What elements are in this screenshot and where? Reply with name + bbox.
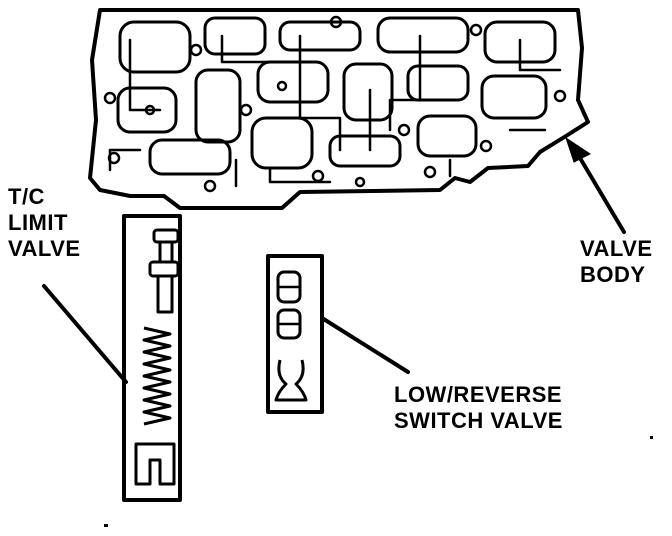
specks: [104, 436, 653, 527]
tc-limit-valve-leader: [42, 284, 128, 384]
low-reverse-switch-valve-label: LOW/REVERSE SWITCH VALVE: [394, 382, 563, 434]
valve-body-arrowhead: [565, 136, 591, 163]
valve-body-leader: [578, 156, 626, 234]
low-reverse-switch-valve-parts: [266, 254, 324, 414]
tc-limit-valve-label-line2: LIMIT: [8, 210, 68, 235]
low-reverse-label-line1: LOW/REVERSE: [394, 382, 563, 407]
tc-limit-valve-label-line3: VALVE: [8, 236, 81, 261]
valve-body: [88, 8, 590, 210]
tc-limit-valve-parts: [122, 214, 182, 502]
valve-body-label-line1: VALVE: [580, 236, 653, 261]
low-reverse-label-line2: SWITCH VALVE: [394, 408, 563, 433]
leader-lines: [42, 136, 626, 384]
valve-body-label: VALVE BODY: [580, 236, 653, 288]
tc-limit-valve-label-line1: T/C: [8, 184, 45, 209]
low-reverse-leader: [320, 316, 410, 374]
valve-body-label-line2: BODY: [580, 262, 646, 287]
tc-limit-valve-label: T/C LIMIT VALVE: [8, 184, 81, 262]
